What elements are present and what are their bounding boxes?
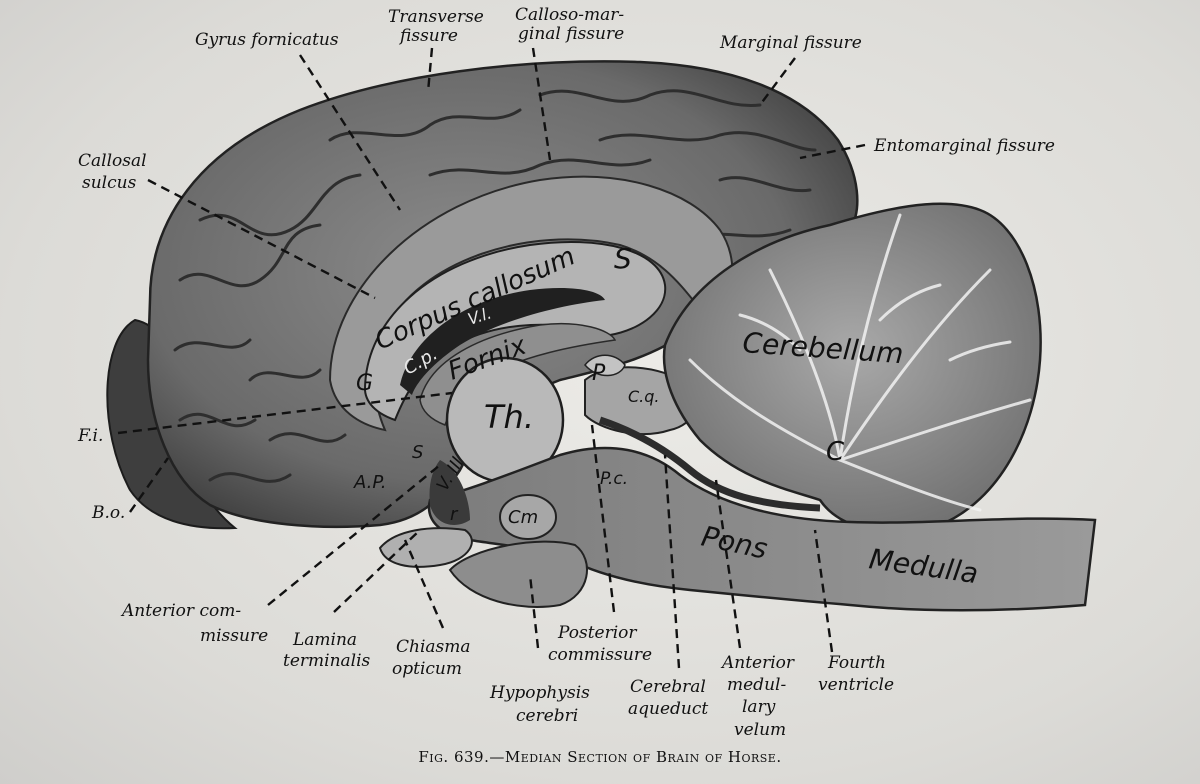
label-anterior-commissure-2: missure — [200, 626, 268, 646]
label-anterior-velum-4: velum — [734, 720, 786, 740]
label-posterior-commissure-2: commissure — [548, 645, 652, 665]
label-pc: P.c. — [600, 469, 628, 489]
label-cm: Cm — [508, 507, 538, 528]
leader-lines — [117, 47, 866, 669]
label-cq: C.q. — [628, 387, 660, 406]
label-cerebral-aqueduct-2: aqueduct — [628, 699, 708, 719]
label-fourth-ventricle-1: Fourth — [827, 653, 886, 673]
label-s-upper: S — [614, 242, 632, 275]
external-labels: Gyrus fornicatus Transverse fissure Call… — [77, 5, 1055, 740]
label-anterior-velum-3: lary — [742, 697, 776, 717]
label-g: G — [356, 371, 373, 396]
label-r: r — [450, 504, 459, 525]
label-calloso-marginal-1: Calloso-mar- — [515, 5, 624, 25]
label-transverse-fissure-1: Transverse — [388, 7, 484, 27]
label-callosal-sulcus-2: sulcus — [82, 173, 137, 193]
label-c: C — [826, 437, 845, 467]
label-anterior-velum-1: Anterior — [720, 653, 795, 673]
label-hypophysis-2: cerebri — [516, 706, 578, 726]
label-anterior-commissure-1: Anterior com- — [120, 601, 241, 621]
label-th: Th. — [484, 398, 534, 436]
label-fi: F.i. — [77, 426, 103, 446]
label-cerebral-aqueduct-1: Cerebral — [630, 677, 706, 697]
gyri-pattern — [173, 89, 817, 483]
label-lamina-terminalis-1: Lamina — [292, 630, 357, 650]
figure-caption: Fig. 639.—Median Section of Brain of Hor… — [418, 748, 782, 766]
label-callosal-sulcus-1: Callosal — [78, 151, 147, 171]
label-s-lower: S — [412, 442, 423, 463]
label-ap: A.P. — [353, 472, 386, 493]
pineal-body — [584, 354, 626, 377]
third-ventricle — [429, 460, 470, 525]
label-chiasma-opticum-1: Chiasma — [396, 637, 471, 657]
label-p: P — [592, 361, 606, 386]
label-marginal-fissure: Marginal fissure — [719, 33, 862, 53]
label-bo: B.o. — [91, 503, 125, 523]
label-chiasma-opticum-2: opticum — [392, 659, 462, 679]
hypophysis-cerebri — [448, 540, 588, 608]
label-transverse-fissure-2: fissure — [398, 26, 458, 46]
label-hypophysis-1: Hypophysis — [489, 683, 590, 703]
arbor-vitae — [688, 213, 1032, 512]
cerebellum — [662, 202, 1042, 534]
fornix — [419, 322, 617, 426]
optic-chiasma — [378, 527, 473, 568]
label-anterior-velum-2: medul- — [727, 675, 786, 695]
label-lamina-terminalis-2: terminalis — [283, 651, 371, 671]
cerebral-aqueduct — [598, 416, 821, 512]
label-posterior-commissure-1: Posterior — [557, 623, 637, 643]
label-gyrus-fornicatus: Gyrus fornicatus — [195, 30, 339, 50]
label-entomarginal-fissure: Entomarginal fissure — [873, 136, 1055, 156]
label-calloso-marginal-2: ginal fissure — [518, 24, 624, 44]
lateral-ventricle — [400, 288, 605, 395]
label-fourth-ventricle-2: ventricle — [818, 675, 894, 695]
corpus-mamillare — [499, 494, 557, 540]
